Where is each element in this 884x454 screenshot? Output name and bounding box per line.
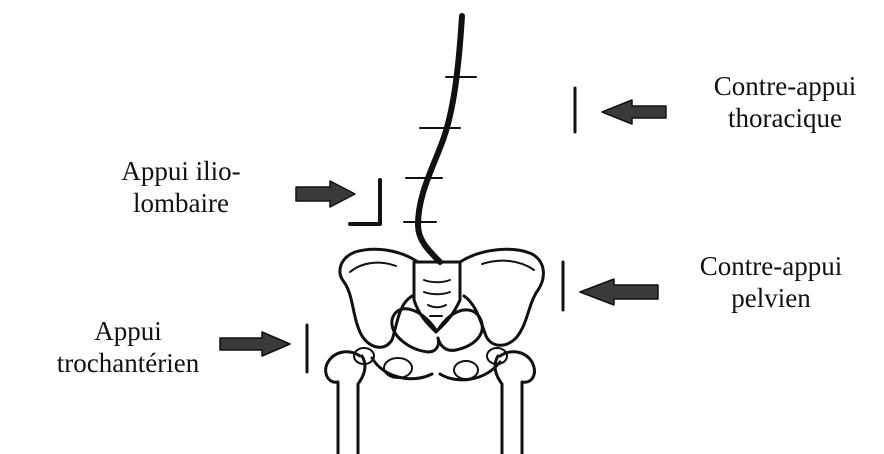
pad-ilio-lombaire	[350, 180, 380, 224]
label-line: Appui ilio-	[96, 155, 266, 187]
pelvis-left-wing	[340, 249, 418, 347]
arrow-trochanterien-icon	[220, 332, 290, 356]
sacrum	[414, 262, 460, 332]
label-appui-trochanterien: Appui trochantérien	[28, 315, 228, 379]
sacrum-lines	[424, 280, 450, 316]
arrow-pelvien-icon	[580, 279, 658, 305]
obturator-left	[384, 358, 412, 378]
label-line: pelvien	[676, 282, 866, 314]
femur-right	[495, 352, 534, 454]
spine-line	[418, 16, 462, 262]
label-appui-ilio-lombaire: Appui ilio- lombaire	[96, 155, 266, 219]
arrow-thoracique-icon	[602, 100, 666, 124]
obturator-right	[454, 361, 478, 379]
label-contre-appui-pelvien: Contre-appui pelvien	[676, 250, 866, 314]
pelvis-left-wing-inner	[350, 263, 396, 272]
label-contre-appui-thoracique: Contre-appui thoracique	[690, 70, 880, 134]
label-line: Contre-appui	[676, 250, 866, 282]
arrow-ilio-lombaire-icon	[296, 181, 355, 207]
label-line: thoracique	[690, 102, 880, 134]
label-line: trochantérien	[28, 347, 228, 379]
pelvis-right-wing-inner	[482, 261, 534, 270]
femur-left	[326, 352, 365, 454]
label-line: Appui	[28, 315, 228, 347]
pelvis-right-wing	[460, 249, 543, 345]
label-line: Contre-appui	[690, 70, 880, 102]
label-line: lombaire	[96, 187, 266, 219]
